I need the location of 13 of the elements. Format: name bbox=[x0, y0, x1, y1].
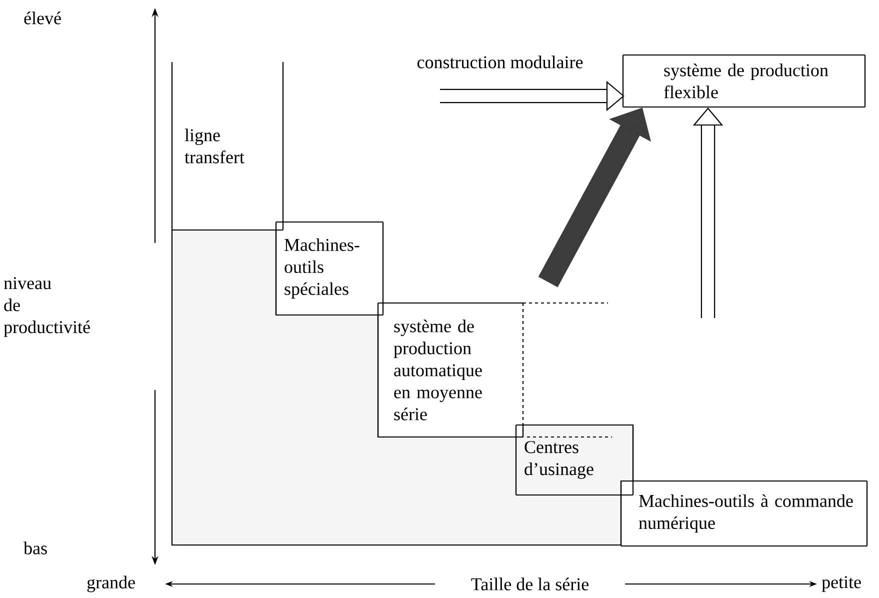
step-box: ligne transfert bbox=[171, 62, 284, 231]
process-box: système de production automatique en moyenne série bbox=[377, 302, 524, 438]
process-box: Machines-outils à commande numérique bbox=[620, 480, 868, 547]
axis-label: petite bbox=[822, 576, 861, 592]
axis-label: élevé bbox=[24, 12, 61, 24]
axis-label: niveau de productivité bbox=[4, 277, 90, 337]
process-box: Centres d’usinage bbox=[515, 424, 634, 496]
axis-label: grande bbox=[87, 576, 135, 592]
edge-label: construction modulaire bbox=[417, 56, 583, 68]
process-box: système de production flexible bbox=[622, 54, 866, 108]
process-box: Machines-outils spéciales bbox=[275, 221, 384, 316]
axis-label: Taille de la série bbox=[471, 578, 588, 590]
axis-label: bas bbox=[24, 542, 47, 554]
